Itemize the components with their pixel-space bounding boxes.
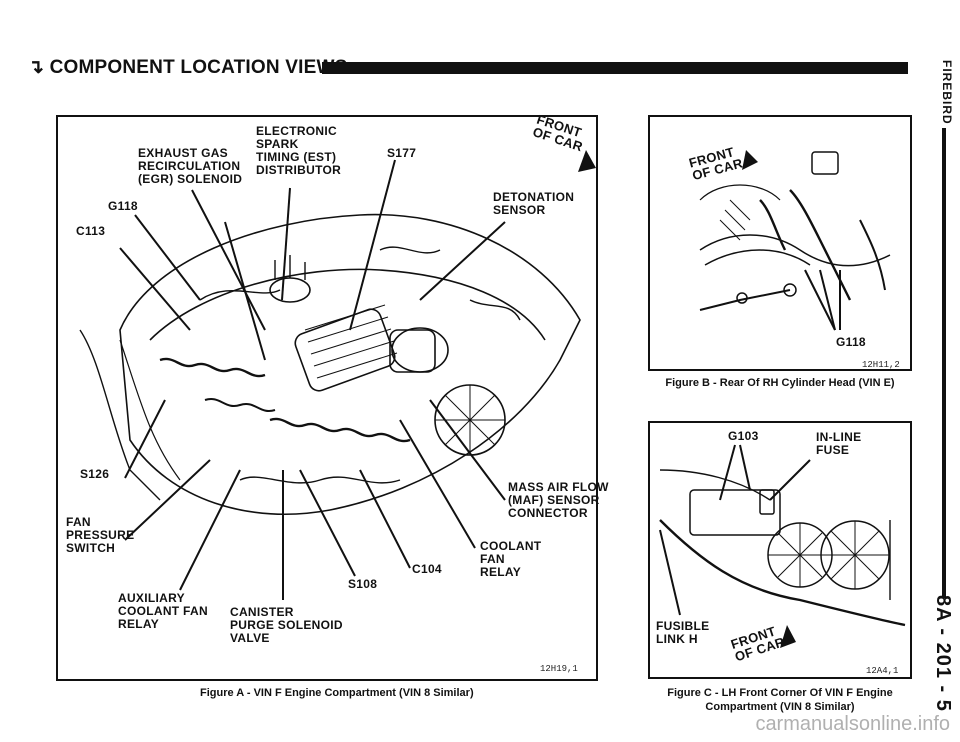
figure-c-drawing — [659, 469, 906, 627]
figure-c-code: 12A4,1 — [866, 666, 899, 676]
label-s108: S108 — [348, 577, 378, 591]
figure-b-caption: Figure B - Rear Of RH Cylinder Head (VIN… — [665, 377, 895, 389]
label-fusible-link: FUSIBLE LINK H — [656, 619, 710, 646]
figure-c-caption-line2: Compartment (VIN 8 Similar) — [705, 701, 855, 713]
figure-a-engine-drawing — [79, 213, 581, 516]
figure-a-code: 12H19,1 — [540, 664, 578, 674]
figure-c-caption-line1: Figure C - LH Front Corner Of VIN F Engi… — [667, 687, 893, 699]
label-g103: G103 — [728, 429, 759, 443]
figure-a-leader-lines — [119, 159, 506, 600]
label-aux-coolant-relay: AUXILIARY COOLANT FAN RELAY — [118, 591, 208, 631]
label-est-distributor: ELECTRONIC SPARK TIMING (EST) DISTRIBUTO… — [256, 124, 342, 177]
label-maf-connector: MASS AIR FLOW (MAF) SENSOR CONNECTOR — [508, 480, 609, 520]
section-tab: FIREBIRD — [940, 60, 954, 125]
label-coolant-fan-relay: COOLANT FAN RELAY — [480, 539, 542, 579]
label-detonation-sensor: DETONATION SENSOR — [493, 190, 575, 217]
figure-b-drawing — [699, 151, 891, 311]
label-fan-pressure-switch: FAN PRESSURE SWITCH — [66, 515, 135, 555]
figure-b-leader-lines — [804, 269, 841, 331]
header-arrow-icon: ↴ — [28, 57, 45, 78]
page-title: ↴ COMPONENT LOCATION VIEWS — [28, 56, 348, 79]
side-rule — [942, 128, 946, 598]
page-number: 8A - 201 - 5 — [932, 595, 954, 712]
figure-b-code: 12H11,2 — [862, 360, 900, 370]
label-inline-fuse: IN-LINE FUSE — [816, 430, 862, 457]
figure-a-frame — [56, 115, 598, 681]
label-s177: S177 — [387, 146, 417, 160]
label-egr-solenoid: EXHAUST GAS RECIRCULATION (EGR) SOLENOID — [138, 146, 243, 186]
label-b-g118: G118 — [836, 335, 866, 349]
page-title-text: COMPONENT LOCATION VIEWS — [49, 57, 348, 78]
label-canister-purge: CANISTER PURGE SOLENOID VALVE — [230, 605, 343, 645]
label-s126: S126 — [80, 467, 110, 481]
header-rule — [322, 62, 908, 74]
label-c113: C113 — [76, 224, 106, 238]
label-g118: G118 — [108, 199, 138, 213]
watermark: carmanualsonline.info — [755, 713, 950, 735]
figure-b-frame — [648, 115, 912, 371]
label-c104: C104 — [412, 562, 442, 576]
figure-c-leader-lines — [659, 444, 811, 616]
front-arrow-icons — [578, 150, 796, 648]
figure-a-caption: Figure A - VIN F Engine Compartment (VIN… — [200, 687, 474, 699]
